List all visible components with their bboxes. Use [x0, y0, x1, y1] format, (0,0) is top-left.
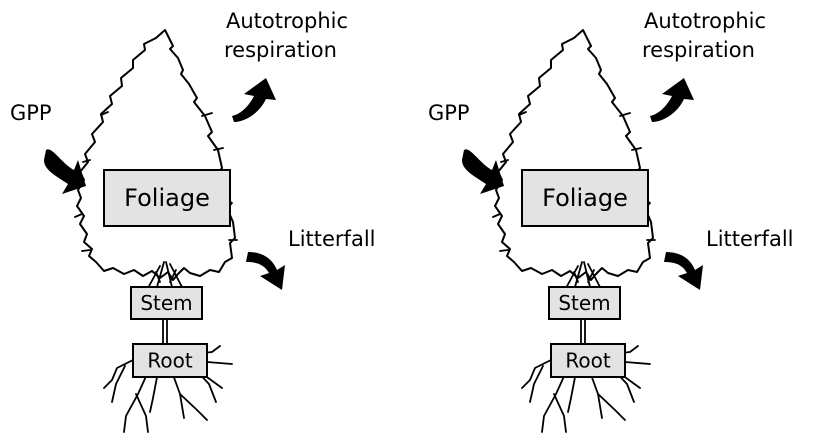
litterfall-label: Litterfall: [706, 227, 794, 251]
stem-box: [130, 286, 203, 320]
root-box: [550, 343, 626, 378]
foliage-box: [103, 169, 231, 227]
foliage-label: Foliage: [542, 184, 628, 212]
diagram-right: Foliage Stem Root Autotrophic respiratio…: [428, 9, 794, 433]
root-label: Root: [565, 349, 610, 373]
root-label: Root: [147, 349, 192, 373]
foliage-label: Foliage: [124, 184, 210, 212]
stem-box: [548, 286, 621, 320]
autotrophic-label-line2: respiration: [224, 38, 337, 62]
diagram-left: Foliage Stem Root Autotrophic respiratio…: [10, 9, 376, 433]
foliage-box: [521, 169, 649, 227]
gpp-label: GPP: [428, 101, 470, 125]
root-box: [132, 343, 208, 378]
litterfall-label: Litterfall: [288, 227, 376, 251]
autotrophic-label-line1: Autotrophic: [226, 9, 348, 33]
autotrophic-label-line1: Autotrophic: [644, 9, 766, 33]
gpp-label: GPP: [10, 101, 52, 125]
stem-label: Stem: [558, 291, 610, 315]
stem-label: Stem: [140, 291, 192, 315]
autotrophic-label-line2: respiration: [642, 38, 755, 62]
